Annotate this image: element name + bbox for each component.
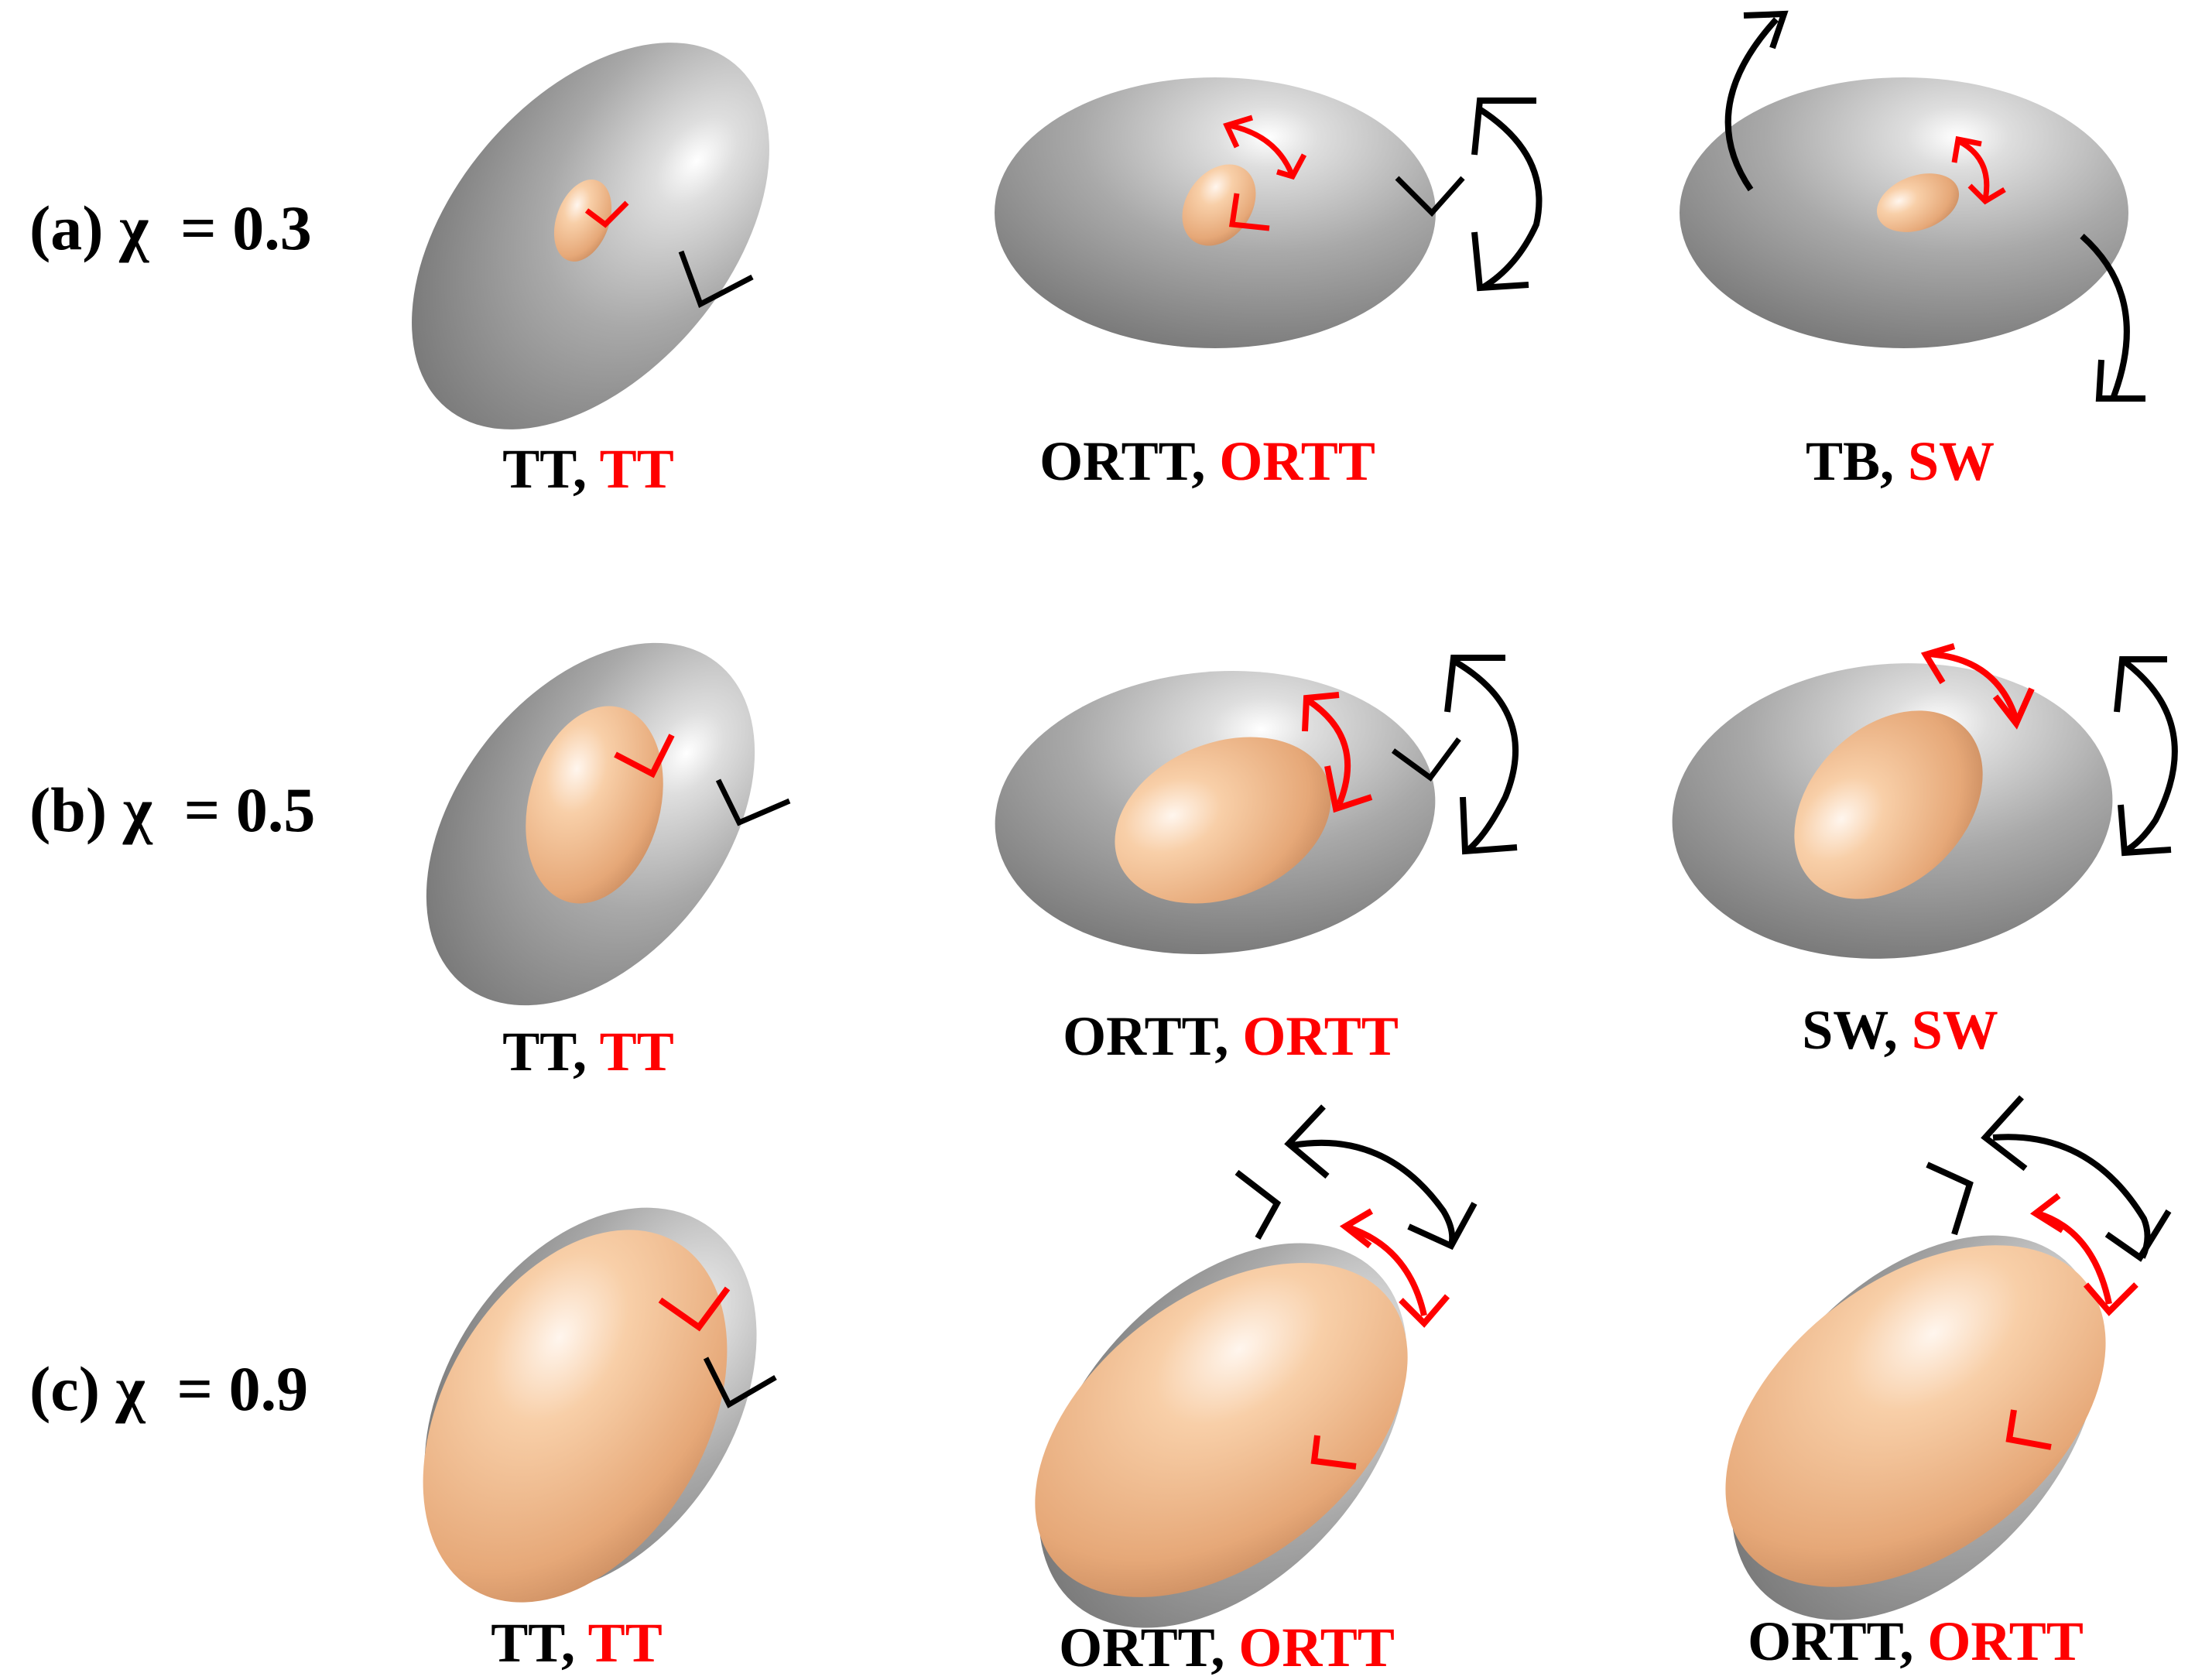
inner-cell xyxy=(1876,173,1960,232)
caption-c1: TT, TT xyxy=(491,1611,662,1675)
caption-b3: SW, SW xyxy=(1802,998,1998,1062)
outer-rotation-arrow xyxy=(1453,659,1519,854)
outer-mode: ORTT, xyxy=(1748,1610,1914,1672)
outer-rotation-arrowhead xyxy=(1981,1095,2172,1262)
inner-rotation-arrow xyxy=(1926,651,2019,721)
inner-rotation-arrowhead xyxy=(1339,1208,1450,1328)
inner-mode: TT xyxy=(599,438,674,500)
outer-mode: ORTT, xyxy=(1059,1617,1225,1678)
outer-mode: ORTT, xyxy=(1039,430,1206,492)
inner-mode: TT xyxy=(599,1021,674,1083)
outer-rotation-arrow xyxy=(1992,1134,2151,1259)
inner-cell xyxy=(1725,1245,2106,1587)
caption-b2: ORTT, ORTT xyxy=(1063,1004,1399,1069)
row-label-c: (c) χ = 0.9 xyxy=(29,1353,308,1425)
inner-mode: ORTT xyxy=(1238,1617,1395,1678)
outer-motion-marker xyxy=(715,778,791,826)
outer-flip-arrow-bottom xyxy=(2080,234,2130,400)
row-label-b: (b) χ = 0.5 xyxy=(29,774,315,847)
outer-motion-marker xyxy=(1395,176,1465,217)
outer-flip-arrowhead-top xyxy=(1743,10,1789,50)
inner-cell xyxy=(1115,737,1331,904)
row-label-value: = 0.5 xyxy=(183,775,316,845)
inner-rotation-arrow xyxy=(1306,697,1351,806)
outer-rotation-arrowhead xyxy=(1471,98,1536,292)
outer-rotation-arrow xyxy=(1476,105,1543,291)
outer-rotation-arrowhead xyxy=(1284,1104,1478,1251)
row-label-prefix: (c) χ xyxy=(29,1353,146,1424)
inner-rotation-arrowhead xyxy=(1223,115,1307,180)
outer-rotation-arrowhead xyxy=(2114,656,2172,857)
panel-a1 xyxy=(412,43,769,429)
caption-b1: TT, TT xyxy=(502,1020,673,1084)
panel-b1 xyxy=(426,642,791,1006)
panel-a3 xyxy=(1680,10,2145,402)
inner-motion-marker xyxy=(658,1286,731,1332)
inner-mode: SW xyxy=(1908,430,1995,492)
inner-rotation-arrow xyxy=(2036,1210,2112,1305)
row-label-a: (a) χ = 0.3 xyxy=(29,192,312,265)
inner-mode: TT xyxy=(587,1612,663,1674)
caption-a2: ORTT, ORTT xyxy=(1039,429,1375,494)
inner-rotation-arrow xyxy=(1957,138,1990,200)
inner-mode: ORTT xyxy=(1242,1005,1399,1067)
outer-rotation-arrow xyxy=(2122,659,2178,854)
outer-mode: TB, xyxy=(1805,430,1894,492)
outer-mode: TT xyxy=(502,438,573,500)
outer-motion-marker xyxy=(703,1357,777,1408)
caption-a3: TB, SW xyxy=(1806,429,1995,494)
outer-motion-marker xyxy=(1391,737,1461,782)
inner-cell xyxy=(423,1230,728,1603)
inner-rotation-arrowhead xyxy=(1920,643,2035,730)
outer-mode: TT, xyxy=(502,1021,587,1083)
outer-rotation-arrowhead xyxy=(1444,655,1518,855)
outer-mode: ORTT, xyxy=(1063,1005,1229,1067)
outer-motion-marker xyxy=(1234,1169,1282,1240)
inner-motion-marker xyxy=(1310,1435,1357,1470)
caption-c2: ORTT, ORTT xyxy=(1059,1616,1395,1680)
caption-a1: TT, TT xyxy=(502,438,674,500)
inner-motion-marker xyxy=(584,200,629,228)
inner-rotation-arrowhead xyxy=(2030,1192,2138,1316)
panel-a2 xyxy=(995,77,1543,348)
panel-c1 xyxy=(423,1207,777,1603)
inner-cell xyxy=(1794,710,1983,899)
inner-cell xyxy=(526,706,663,904)
inner-mode: ORTT xyxy=(1927,1610,2084,1672)
inner-cell xyxy=(1035,1263,1408,1597)
panel-b2 xyxy=(995,655,1519,955)
caption-c3: ORTT, ORTT xyxy=(1748,1610,2084,1674)
outer-rotation-arrow xyxy=(1292,1139,1456,1247)
panel-c2 xyxy=(1035,1104,1478,1628)
row-label-value: = 0.9 xyxy=(176,1353,309,1424)
inner-cell xyxy=(553,180,612,262)
outer-motion-marker xyxy=(1926,1162,1974,1236)
row-label-prefix: (a) χ xyxy=(29,193,149,263)
panel-b3 xyxy=(1672,643,2178,959)
inner-mode: ORTT xyxy=(1219,430,1375,492)
inner-motion-marker xyxy=(2005,1409,2052,1450)
inner-rotation-arrowhead xyxy=(1951,135,2006,205)
row-label-prefix: (b) χ xyxy=(29,775,152,845)
inner-mode: SW xyxy=(1911,999,1998,1061)
outer-flip-arrowhead-bottom xyxy=(2095,359,2145,402)
inner-rotation-arrow xyxy=(1344,1223,1427,1316)
outer-flip-arrow-top xyxy=(1724,17,1779,192)
inner-motion-marker xyxy=(614,734,675,778)
row-label-value: = 0.3 xyxy=(180,193,312,263)
inner-rotation-arrowhead xyxy=(1302,692,1373,813)
inner-rotation-arrow xyxy=(1228,122,1296,178)
outer-motion-marker xyxy=(678,250,754,308)
inner-motion-marker xyxy=(1228,193,1270,231)
outer-mode: TT, xyxy=(491,1612,575,1674)
panel-c3 xyxy=(1725,1095,2172,1620)
outer-mode: SW, xyxy=(1802,999,1898,1061)
